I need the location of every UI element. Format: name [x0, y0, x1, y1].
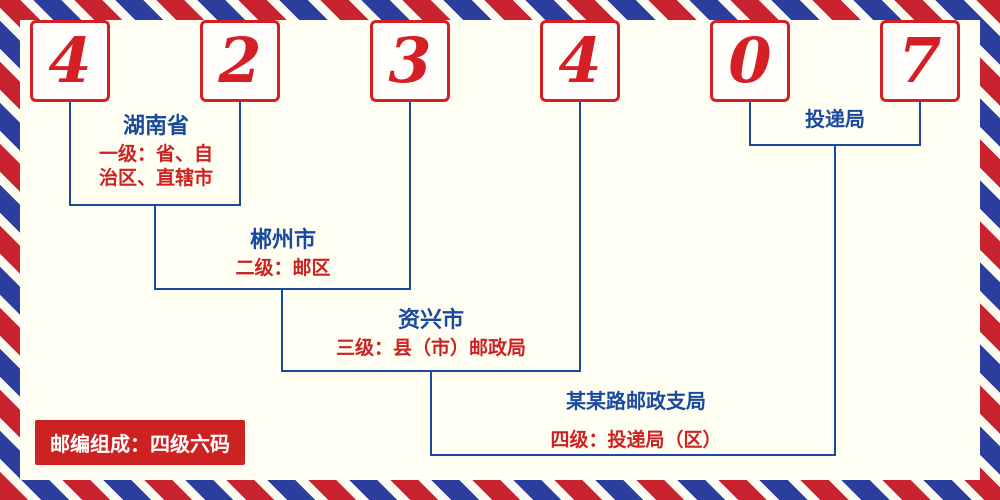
postal-digit-box-5: 0	[710, 20, 790, 102]
postal-digit-1: 4	[48, 24, 92, 97]
delivery-office-label-group: 投递局	[805, 106, 865, 133]
connector-line	[154, 204, 156, 290]
connector-line	[430, 454, 836, 456]
level4-place-name: 某某路邮政支局	[565, 389, 706, 413]
level4-label-group: 某某路邮政支局 四级：投递局（区）	[550, 388, 721, 453]
connector-line	[239, 100, 241, 206]
connector-line	[430, 370, 432, 456]
level1-desc-line1: 一级：省、自	[98, 142, 214, 165]
postal-digit-2: 2	[218, 24, 262, 97]
connector-line	[409, 100, 411, 290]
postal-digit-6: 7	[898, 24, 942, 97]
level2-label-group: 郴州市 二级：邮区	[235, 226, 330, 280]
connector-line	[69, 100, 71, 206]
connector-line	[919, 100, 921, 146]
level3-label-group: 资兴市 三级：县（市）邮政局	[336, 306, 526, 360]
postal-digit-3: 3	[388, 24, 432, 97]
postal-digit-box-2: 2	[200, 20, 280, 102]
postal-digit-box-1: 4	[30, 20, 110, 102]
connector-line	[579, 100, 581, 372]
delivery-office-label: 投递局	[805, 107, 865, 131]
postal-code-composition-badge: 邮编组成：四级六码	[35, 420, 245, 465]
postal-digit-box-6: 7	[880, 20, 960, 102]
level1-place-name: 湖南省	[122, 114, 190, 139]
postal-digit-box-4: 4	[540, 20, 620, 102]
level2-place-name: 郴州市	[249, 228, 317, 253]
diagram-background	[20, 20, 980, 480]
level3-desc: 三级：县（市）邮政局	[335, 336, 527, 359]
level2-desc: 二级：邮区	[235, 256, 331, 279]
connector-line	[749, 100, 751, 146]
postal-digit-5: 0	[728, 24, 772, 97]
level1-desc-line2: 治区、直辖市	[98, 167, 214, 190]
level1-label-group: 湖南省 一级：省、自 治区、直辖市	[99, 112, 213, 191]
level4-desc: 四级：投递局（区）	[550, 429, 722, 451]
postal-digit-box-3: 3	[370, 20, 450, 102]
connector-line	[281, 288, 283, 372]
level3-place-name: 资兴市	[397, 308, 465, 333]
connector-line	[834, 144, 836, 456]
postal-digit-4: 4	[558, 24, 602, 97]
